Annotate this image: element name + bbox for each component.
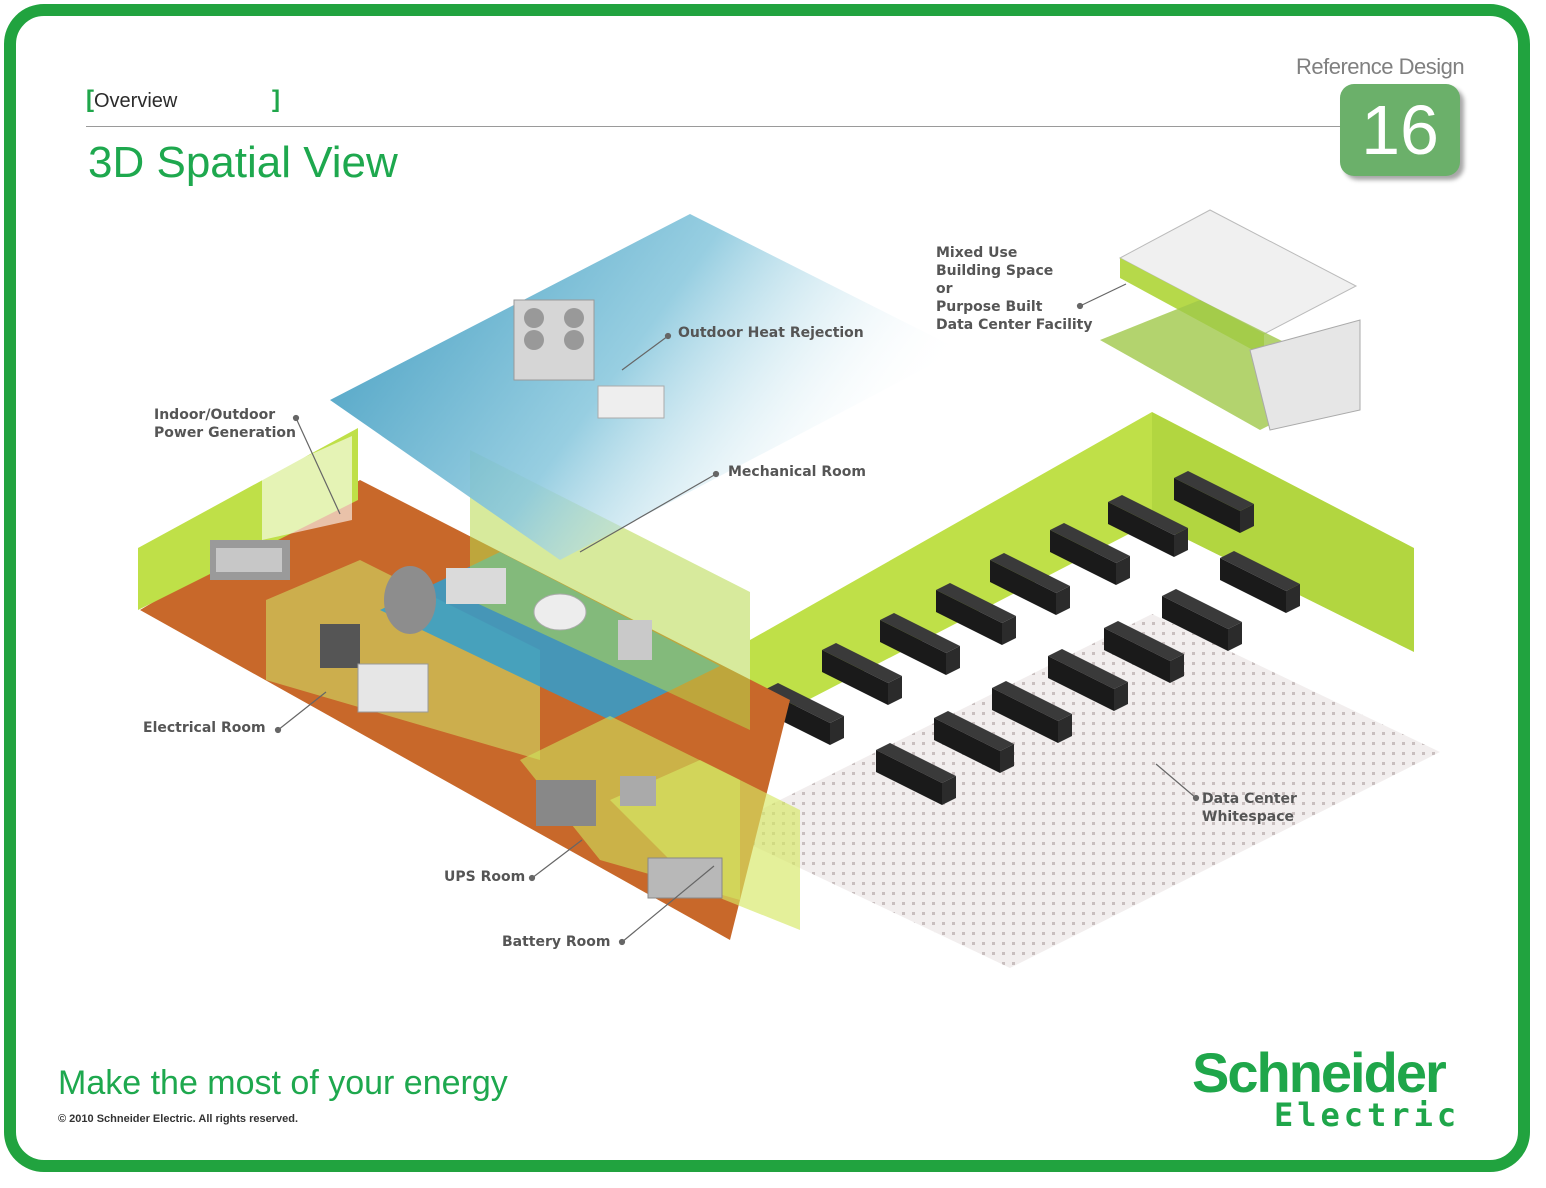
brand-line1: Schneider [1192,1041,1447,1104]
schneider-logo: Schneider Electric [1192,1040,1492,1140]
whitespace-right-wall [1152,412,1414,652]
callout-outdoor-heat-rejection: Outdoor Heat Rejection [678,325,864,341]
callout-mechanical-room: Mechanical Room [728,464,866,480]
generation-wall [262,436,352,540]
callout-whitespace: Data Center Whitespace [1202,791,1297,825]
callout-lines [274,283,1200,946]
tagline: Make the most of your energy [58,1064,508,1102]
cooling-towers [513,299,665,419]
section-tag: [Overview] [86,86,280,113]
generator-unit [210,540,290,580]
whitespace-floor [720,614,1440,968]
page-title: 3D Spatial View [88,138,398,187]
callout-power-generation: Indoor/Outdoor Power Generation [154,407,296,441]
brand-line2: Electric [1274,1096,1461,1134]
ups-equipment [536,776,656,826]
copyright: © 2010 Schneider Electric. All rights re… [58,1113,299,1125]
electrical-equipment [320,624,429,713]
battery-equipment [647,857,723,899]
section-label: Overview [94,90,178,112]
callout-mixed-use: Mixed Use Building Space or Purpose Buil… [936,245,1093,333]
reference-label: Reference Design [1296,54,1465,79]
battery-room [610,760,800,930]
callout-battery-room: Battery Room [502,934,611,950]
callout-ups-room: UPS Room [444,869,526,885]
mixed-use-building [1100,209,1361,431]
header-rule [86,126,1356,127]
callout-electrical-room: Electrical Room [143,720,266,736]
reference-badge: 16 [1340,84,1460,176]
mechanical-equipment [384,566,652,660]
electrical-wall [266,560,540,760]
